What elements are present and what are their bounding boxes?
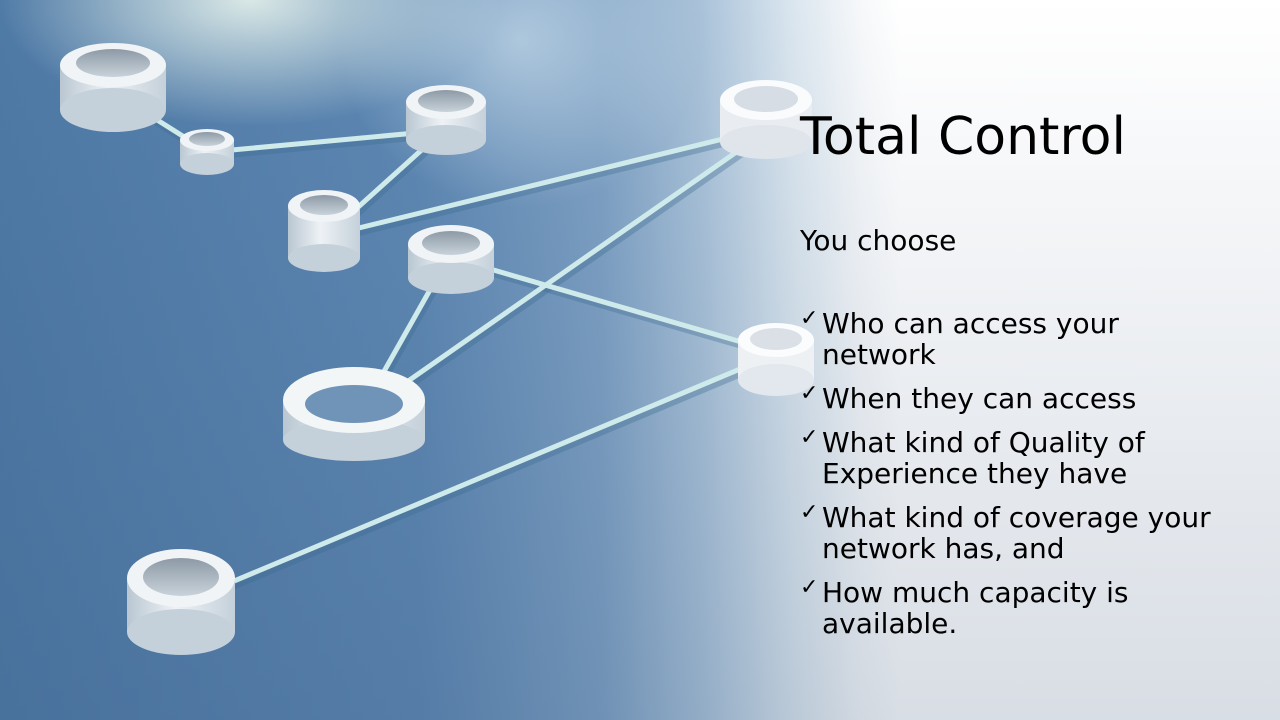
bullet-item: ✓ When they can access: [800, 381, 1240, 415]
checkmark-icon: ✓: [800, 425, 819, 450]
network-node: [738, 323, 814, 396]
network-node: [288, 190, 360, 272]
slide-title: Total Control: [800, 107, 1126, 167]
bullet-item: ✓ What kind of Quality of Experience the…: [800, 425, 1240, 490]
network-node: [283, 367, 425, 461]
checkmark-icon: ✓: [800, 306, 819, 331]
network-node: [127, 549, 235, 655]
bullet-text: When they can access: [822, 382, 1137, 415]
bullet-text: How much capacity is available.: [822, 576, 1129, 640]
checkmark-icon: ✓: [800, 500, 819, 525]
bullet-item: ✓ What kind of coverage your network has…: [800, 500, 1240, 565]
bullet-text: Who can access your network: [822, 307, 1119, 371]
network-node: [408, 225, 494, 294]
checkmark-icon: ✓: [800, 381, 819, 406]
network-node: [180, 129, 234, 175]
bullet-item: ✓ Who can access your network: [800, 306, 1240, 371]
bullet-item: ✓ How much capacity is available.: [800, 575, 1240, 640]
network-node: [60, 43, 166, 132]
bullet-list: ✓ Who can access your network ✓ When the…: [800, 306, 1240, 652]
bullet-text: What kind of coverage your network has, …: [822, 501, 1211, 565]
checkmark-icon: ✓: [800, 575, 819, 600]
network-node: [406, 85, 486, 155]
bullet-text: What kind of Quality of Experience they …: [822, 426, 1145, 490]
slide-subtitle: You choose: [800, 224, 957, 257]
network-node: [720, 80, 812, 159]
